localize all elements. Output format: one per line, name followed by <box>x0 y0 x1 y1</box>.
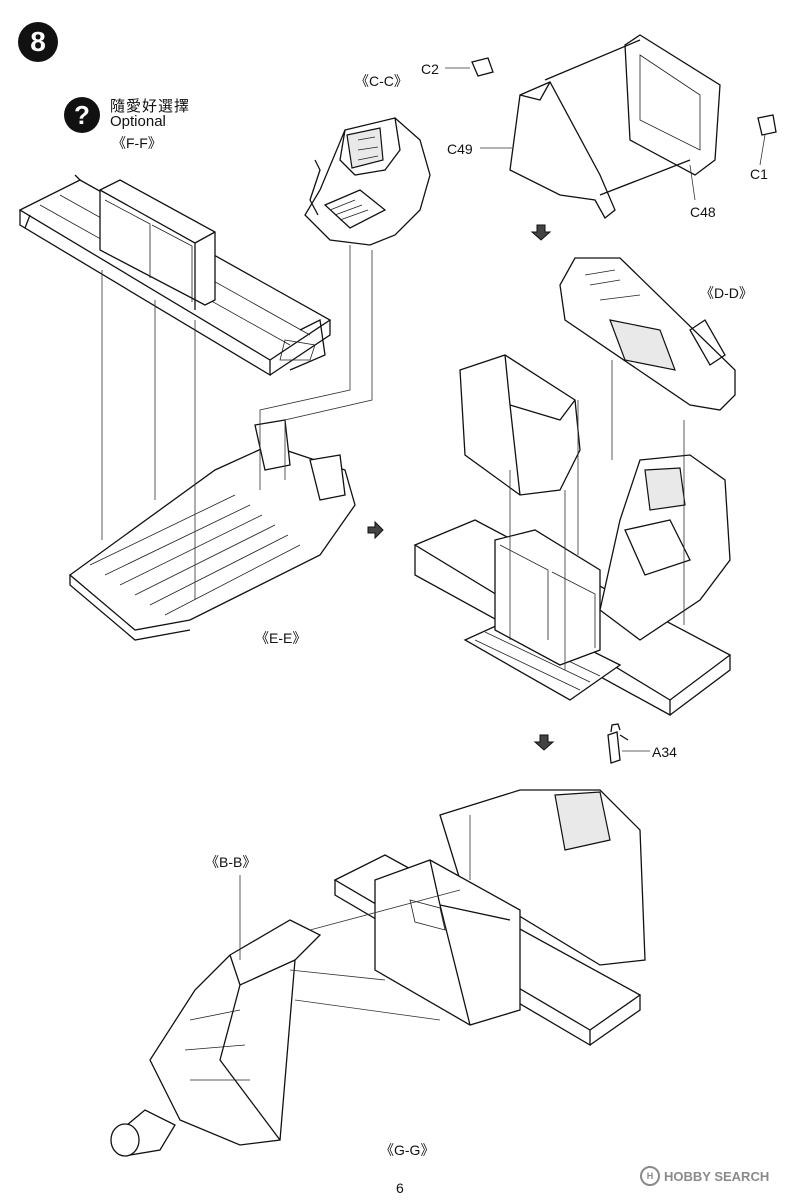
question-mark-icon: ? <box>64 97 100 133</box>
part-label-c48: C48 <box>690 204 716 220</box>
middle-assembly <box>413 354 732 717</box>
arrow-right <box>367 520 384 540</box>
optional-label-en: Optional <box>110 113 166 130</box>
guide-lines-bottom <box>239 815 471 1021</box>
bulkhead-c48-c49 <box>471 34 777 219</box>
label-bb: 《B-B》 <box>205 854 257 870</box>
floor-plate-ee <box>68 419 356 641</box>
cockpit-panel-dd <box>559 257 736 411</box>
guide-lines-left <box>101 245 373 600</box>
optional-label-cn: 隨愛好選擇 <box>110 98 191 115</box>
part-label-a34: A34 <box>652 744 677 760</box>
hobby-search-logo-icon: H <box>640 1166 660 1186</box>
final-assembly <box>333 789 646 1047</box>
step-number: 8 <box>30 26 46 57</box>
part-label-c2: C2 <box>421 61 439 77</box>
part-label-c49: C49 <box>447 141 473 157</box>
watermark: H HOBBY SEARCH <box>640 1166 769 1186</box>
label-ff: 《F-F》 <box>112 135 162 151</box>
label-gg: 《G-G》 <box>380 1142 435 1158</box>
extinguisher-a34 <box>607 723 629 764</box>
watermark-text: HOBBY SEARCH <box>664 1168 770 1184</box>
label-cc: 《C-C》 <box>355 73 408 89</box>
arrow-down-2 <box>533 734 555 751</box>
label-ee: 《E-E》 <box>255 630 307 646</box>
label-dd: 《D-D》 <box>700 285 753 301</box>
page-number: 6 <box>396 1180 404 1196</box>
part-label-c1: C1 <box>750 166 768 182</box>
optional-panel-ff <box>99 179 216 310</box>
seat-assembly-cc <box>304 117 431 246</box>
step-number-badge: 8 <box>18 22 58 62</box>
arrow-down-1 <box>530 224 552 241</box>
nose-section-bb <box>110 919 322 1157</box>
